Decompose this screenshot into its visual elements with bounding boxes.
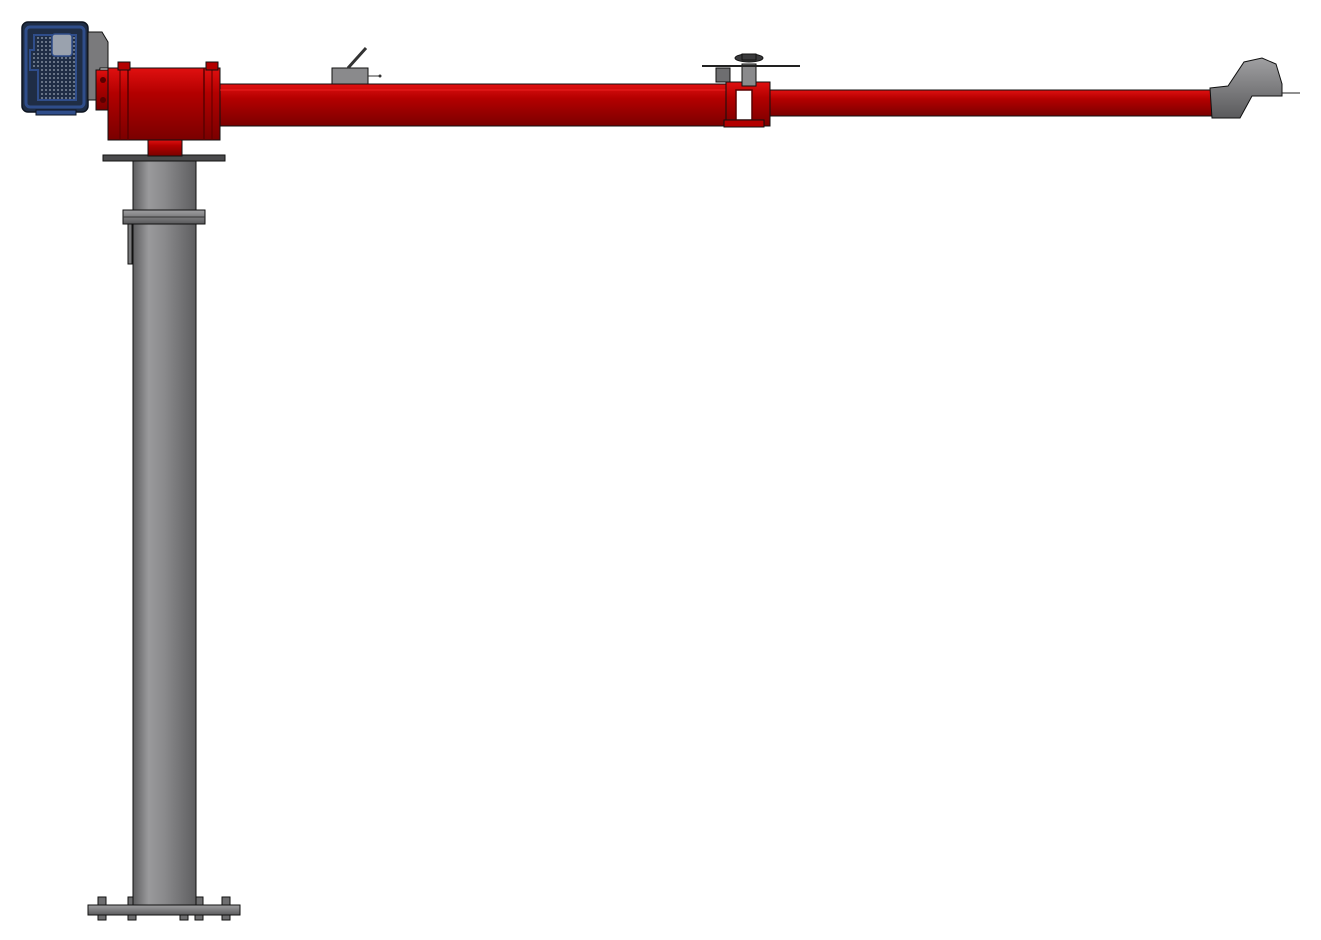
boom-knuckle [723, 81, 771, 128]
end-nozzle [1209, 57, 1300, 119]
swivel-reel [702, 53, 800, 87]
column-flange [122, 209, 206, 265]
outer-boom [769, 89, 1213, 117]
slew-head [95, 61, 221, 141]
slew-bearing [102, 139, 226, 162]
motor-drive [21, 21, 109, 116]
inner-boom [219, 83, 731, 127]
column [132, 159, 197, 906]
valve-handle [331, 46, 382, 85]
